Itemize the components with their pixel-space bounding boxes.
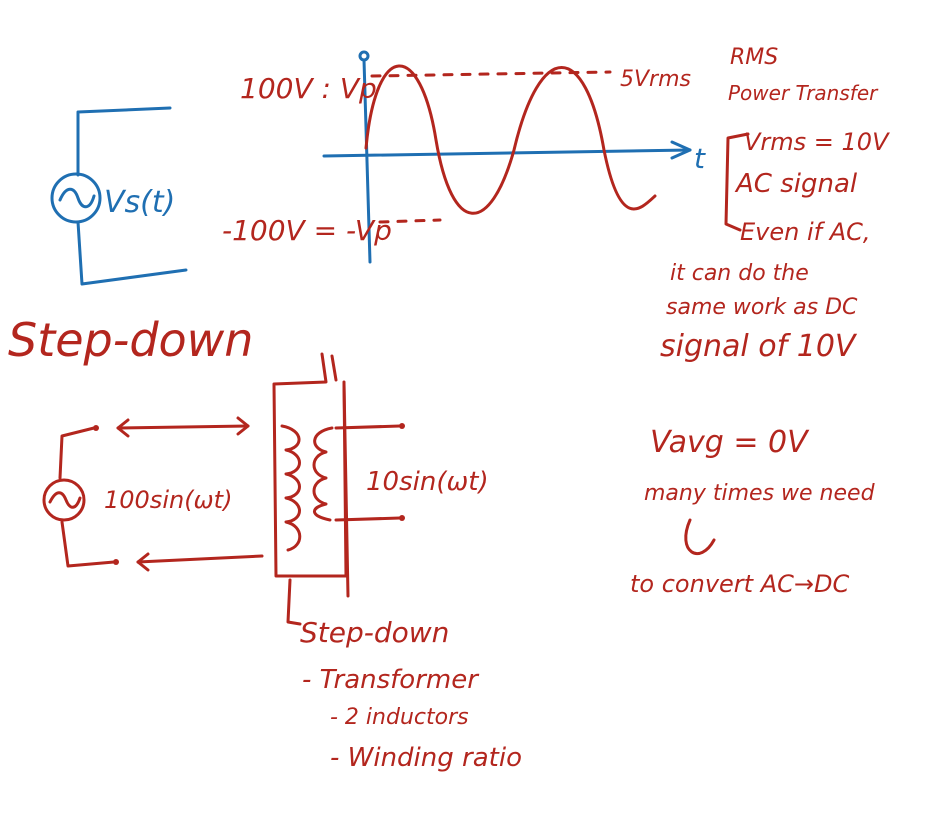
note-power-transfer: Power Transfer: [728, 81, 879, 105]
note-rms: RMS: [730, 45, 778, 70]
rms-notes: RMS Power Transfer Vrms = 10V AC signal …: [630, 45, 890, 598]
note-many-times: many times we need: [644, 481, 876, 506]
note-winding-ratio: - Winding ratio: [330, 743, 522, 773]
note-even-if-ac: Even if AC,: [740, 218, 871, 246]
note-ac-signal: AC signal: [734, 169, 858, 199]
sine-wave: [364, 64, 657, 215]
primary-source-label: 100sin(ωt): [104, 486, 232, 514]
note-step-down: Step-down: [300, 616, 449, 649]
peak-label: 100V : Vp: [240, 72, 377, 105]
note-signal-of: signal of 10V: [660, 329, 858, 364]
note-vrms: Vrms = 10V: [744, 128, 890, 156]
note-convert: to convert AC→DC: [630, 570, 849, 598]
source-label: Vs(t): [104, 185, 175, 220]
sine-graph: t 100V : Vp -100V = -Vp 5Vrms: [222, 50, 706, 264]
rms-value-label: 5Vrms: [620, 67, 691, 92]
note-vavg: Vavg = 0V: [650, 425, 810, 460]
note-transformer: - Transformer: [302, 665, 480, 695]
note-same-work: same work as DC: [666, 295, 858, 320]
step-down-notes: Step-down - Transformer - 2 inductors - …: [300, 616, 522, 773]
note-it-can-do: it can do the: [670, 261, 809, 286]
step-down-title: Step-down: [8, 313, 253, 367]
blue-ac-source: Vs(t): [50, 106, 188, 286]
step-down-circuit: Step-down 100sin(ωt) 10sin(ωt): [8, 313, 489, 626]
time-axis-label: t: [694, 142, 706, 175]
secondary-output-label: 10sin(ωt): [366, 467, 489, 497]
trough-label: -100V = -Vp: [222, 214, 392, 247]
note-inductors: - 2 inductors: [330, 705, 469, 730]
